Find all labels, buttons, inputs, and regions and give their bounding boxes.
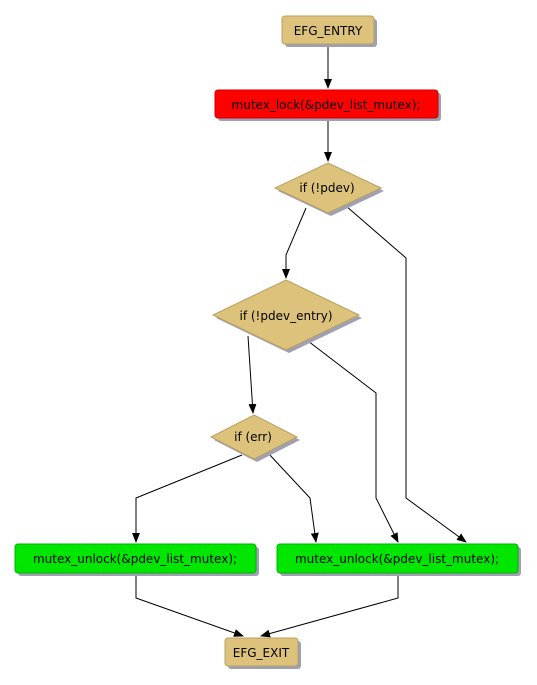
entry-label: EFG_ENTRY [294,24,363,38]
exit-label: EFG_EXIT [233,646,290,660]
exit-node: EFG_EXIT [224,637,301,669]
edges [132,45,467,638]
unlock-right-label: mutex_unlock(&pdev_list_mutex); [295,552,499,566]
unlock-left-node: mutex_unlock(&pdev_list_mutex); [14,543,259,576]
edge-unlock-right-to-exit [260,572,399,638]
if-pdev-label: if (!pdev) [299,181,354,195]
lock-label: mutex_lock(&pdev_list_mutex); [232,98,421,112]
edge-if-err-to-unlock-left [132,454,243,543]
lock-node: mutex_lock(&pdev_list_mutex); [214,89,441,121]
if-pdev-entry-label: if (!pdev_entry) [240,309,333,323]
edge-if-err-to-unlock-right [267,452,319,543]
if-err-node: if (err) [209,414,300,462]
if-pdev-node: if (!pdev) [273,162,384,216]
edge-if-pdev-to-if-pdev-entry [282,207,307,279]
unlock-left-label: mutex_unlock(&pdev_list_mutex); [33,552,237,566]
entry-node: EFG_ENTRY [281,15,377,47]
unlock-right-node: mutex_unlock(&pdev_list_mutex); [276,543,521,576]
edge-unlock-left-to-exit [135,572,244,637]
if-err-label: if (err) [234,430,272,444]
if-pdev-entry-node: if (!pdev_entry) [211,279,362,353]
edge-if-pdev-entry-to-if-err [247,335,257,414]
edge-if-pdev-entry-to-unlock-right [307,340,399,543]
edge-if-pdev-to-unlock-right [345,205,467,543]
